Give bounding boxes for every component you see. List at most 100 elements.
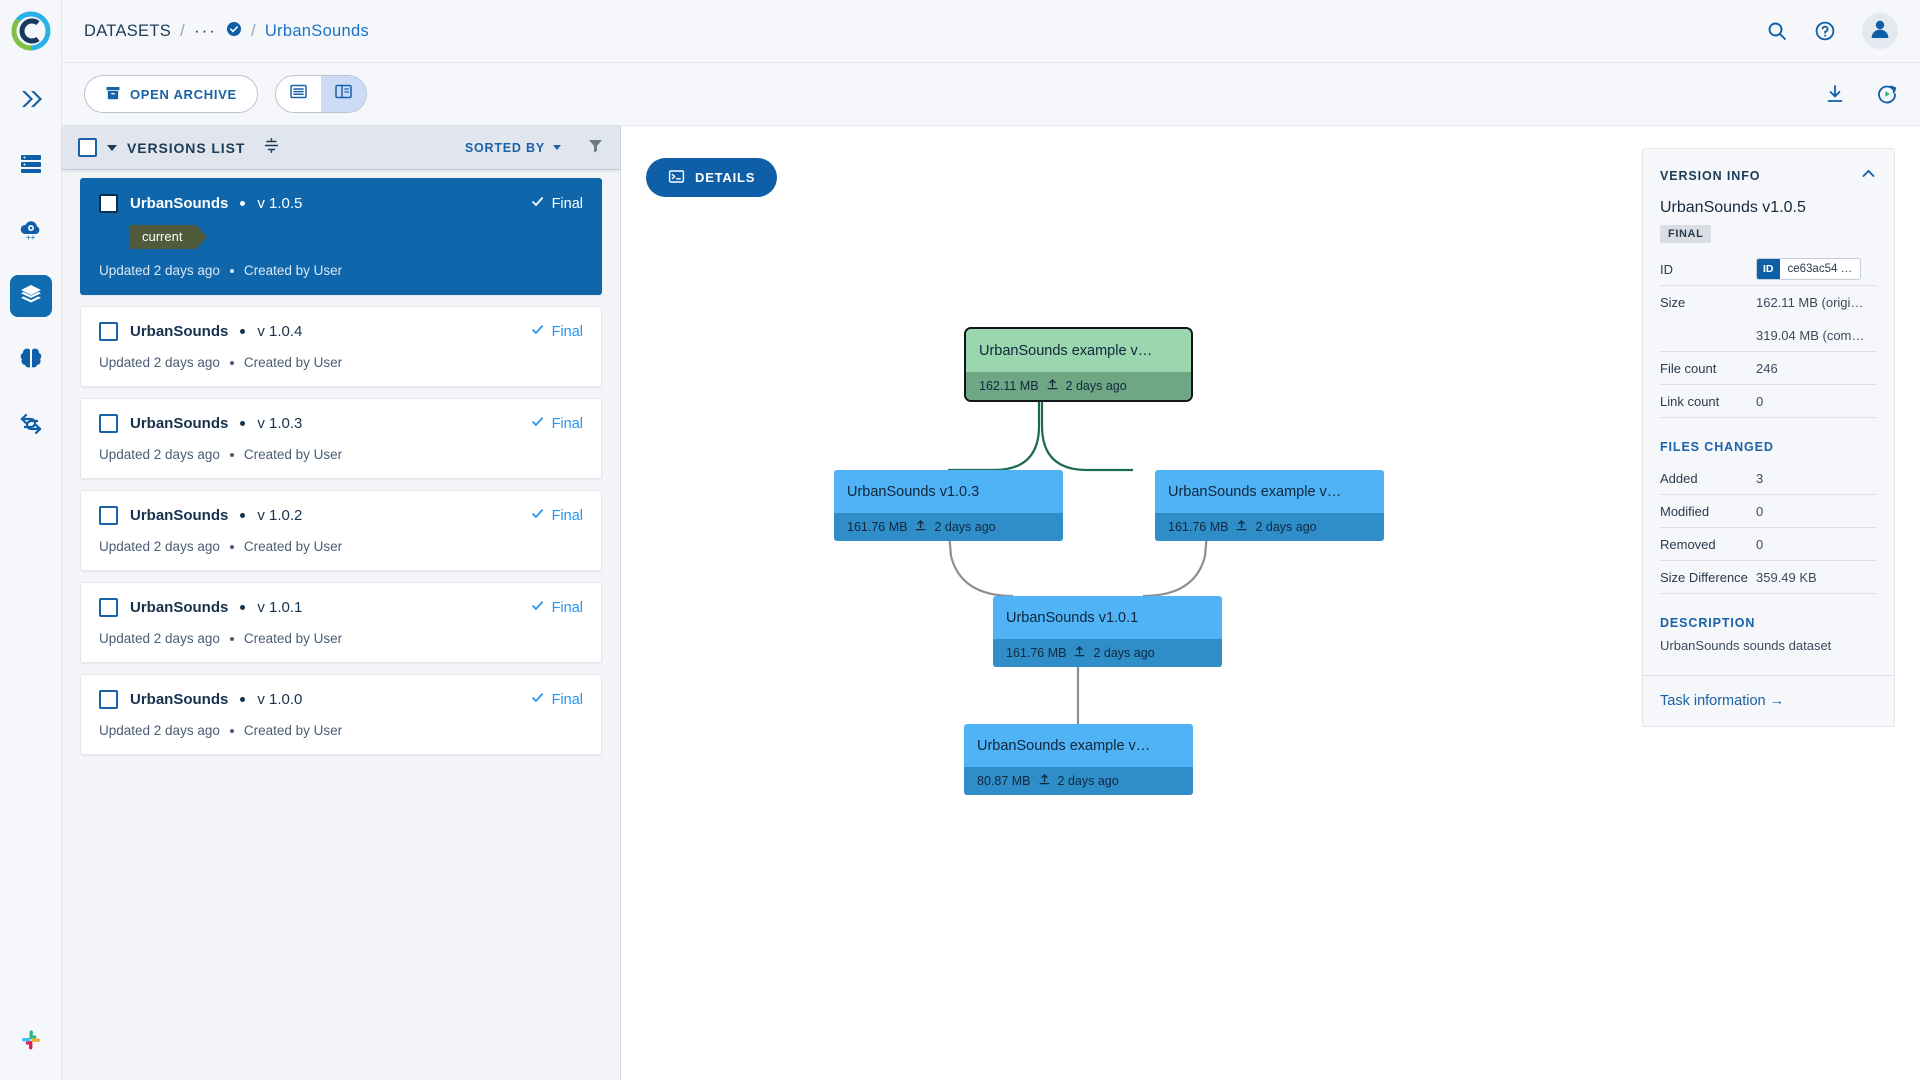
sidebar-item-pipelines[interactable]	[10, 80, 52, 122]
status-badge: Final	[530, 322, 583, 341]
graph-node[interactable]: UrbanSounds example v… 80.87 MB 2 days a…	[964, 724, 1193, 795]
help-circle-icon[interactable]	[1814, 20, 1836, 42]
clearml-logo[interactable]	[8, 8, 54, 54]
version-checkbox[interactable]	[99, 194, 118, 213]
version-checkbox[interactable]	[99, 598, 118, 617]
version-info-header: VERSION INFO	[1643, 149, 1894, 199]
breadcrumb-current[interactable]: UrbanSounds	[264, 21, 370, 40]
status-badge: FINAL	[1660, 225, 1712, 243]
check-icon	[530, 506, 545, 525]
download-icon[interactable]	[1824, 83, 1846, 105]
graph-node-age: 2 days ago	[934, 520, 996, 534]
version-checkbox[interactable]	[99, 506, 118, 525]
open-archive-button[interactable]: OPEN ARCHIVE	[84, 75, 258, 113]
status-label: Final	[551, 415, 583, 432]
id-chip-value: ce63ac54 …	[1787, 263, 1853, 275]
info-row-value: 162.11 MB (origi…	[1756, 295, 1864, 310]
select-all-chevron-down-icon[interactable]	[107, 144, 117, 151]
breadcrumb-root[interactable]: DATASETS	[84, 21, 172, 40]
status-label: Final	[551, 507, 583, 524]
sorted-by-chevron-down-icon	[553, 145, 561, 150]
double-chevron-icon	[18, 86, 44, 117]
status-label: Final	[551, 599, 583, 616]
id-chip[interactable]: ID ce63ac54 …	[1756, 258, 1862, 280]
details-button[interactable]: DETAILS	[646, 158, 778, 197]
user-avatar-icon	[1868, 17, 1892, 46]
separator-dot	[240, 697, 246, 702]
files-changed-value: 359.49 KB	[1756, 569, 1817, 585]
version-created-by: Created by User	[243, 355, 343, 370]
view-list-button[interactable]	[276, 76, 321, 112]
breadcrumb-ellipsis[interactable]: ···	[193, 21, 217, 40]
view-split-button[interactable]	[320, 76, 366, 112]
status-label: Final	[551, 195, 583, 212]
files-changed-row-size-difference: Size Difference 359.49 KB	[1660, 561, 1877, 594]
breadcrumb-check-icon[interactable]	[226, 21, 242, 42]
sidebar-item-datasets[interactable]	[9, 275, 52, 317]
version-info-panel: VERSION INFO UrbanSounds v1.0.5 FINAL ID…	[1642, 148, 1895, 727]
graph-node[interactable]: UrbanSounds example v… 162.11 MB 2 days …	[964, 327, 1193, 402]
split-view-icon	[334, 82, 353, 106]
auto-refresh-icon[interactable]	[1876, 83, 1898, 105]
graph-node-age: 2 days ago	[1093, 646, 1155, 660]
slack-button[interactable]	[0, 1025, 62, 1060]
toolbar-actions	[1824, 83, 1898, 105]
separator-dot	[229, 360, 234, 365]
task-information-link[interactable]: Task information →	[1660, 693, 1785, 709]
graph-node-age: 2 days ago	[1065, 379, 1127, 393]
versions-list-header: VERSIONS LIST SORTED BY	[62, 126, 620, 170]
left-rail: ++	[0, 0, 62, 1080]
version-number: v 1.0.5	[257, 195, 303, 212]
filter-icon[interactable]	[587, 137, 604, 159]
files-changed-row-modified: Modified 0	[1660, 495, 1877, 528]
version-updated: Updated 2 days ago	[99, 539, 220, 554]
sidebar-item-models[interactable]	[10, 340, 52, 382]
compare-icon[interactable]	[263, 137, 280, 159]
select-all-checkbox[interactable]	[78, 138, 97, 157]
upload-icon	[1038, 773, 1051, 789]
breadcrumb-separator-2: /	[250, 21, 256, 40]
version-checkbox[interactable]	[99, 322, 118, 341]
details-label: DETAILS	[695, 170, 756, 185]
sidebar-item-autoscaler[interactable]: ++	[10, 210, 52, 252]
sidebar-item-storage[interactable]	[10, 145, 52, 187]
version-info-footer: Task information →	[1643, 675, 1894, 712]
version-number: v 1.0.4	[257, 323, 303, 340]
info-row-link-count: Link count 0	[1660, 385, 1877, 418]
view-mode-toggle	[274, 75, 367, 113]
files-changed-key: Modified	[1660, 503, 1710, 519]
slack-icon	[16, 1025, 46, 1060]
version-checkbox[interactable]	[99, 414, 118, 433]
chevron-up-icon[interactable]	[1860, 165, 1877, 187]
info-row-key: File count	[1660, 360, 1717, 376]
graph-node[interactable]: UrbanSounds v1.0.1 161.76 MB 2 days ago	[993, 596, 1222, 667]
version-checkbox[interactable]	[99, 690, 118, 709]
sorted-by-dropdown[interactable]: SORTED BY	[465, 141, 561, 155]
open-archive-label: OPEN ARCHIVE	[130, 86, 237, 102]
avatar[interactable]	[1862, 13, 1898, 49]
search-icon[interactable]	[1766, 20, 1788, 42]
graph-node-title: UrbanSounds v1.0.1	[993, 596, 1222, 639]
graph-node-size: 162.11 MB	[979, 379, 1039, 393]
graph-node[interactable]: UrbanSounds v1.0.3 161.76 MB 2 days ago	[834, 470, 1063, 541]
check-icon	[530, 690, 545, 709]
top-bar-actions	[1766, 13, 1898, 49]
status-badge: Final	[530, 690, 583, 709]
version-updated: Updated 2 days ago	[99, 355, 220, 370]
separator-dot	[240, 605, 246, 610]
sidebar-item-workflows[interactable]	[10, 405, 52, 447]
upload-icon	[1046, 378, 1059, 394]
upload-icon	[914, 519, 927, 535]
version-name: UrbanSounds	[130, 415, 229, 432]
graph-node[interactable]: UrbanSounds example v… 161.76 MB 2 days …	[1155, 470, 1384, 541]
